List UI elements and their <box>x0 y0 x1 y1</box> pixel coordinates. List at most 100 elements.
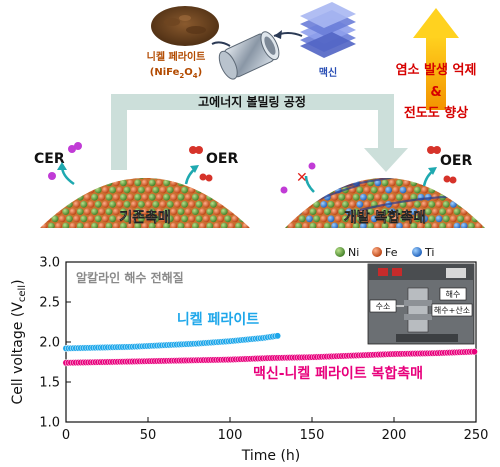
catalyst-atom <box>152 129 159 136</box>
catalyst-atom <box>327 186 335 194</box>
catalyst-atom <box>457 215 464 223</box>
catalyst-atom <box>407 143 414 150</box>
catalyst-atom <box>475 193 482 201</box>
catalyst-atom <box>70 165 77 172</box>
catalyst-atom <box>152 201 160 208</box>
catalyst-atom <box>102 178 109 180</box>
catalyst-atom <box>224 201 232 208</box>
catalyst-atom <box>478 201 485 208</box>
catalyst-atom <box>123 215 131 223</box>
right-cer-suppressed-icon: ✕ <box>296 170 308 186</box>
catalyst-atom <box>73 215 80 223</box>
catalyst-atom <box>298 201 306 208</box>
catalyst-atom <box>482 222 485 228</box>
catalyst-atom <box>446 136 453 143</box>
catalyst-atom <box>84 179 91 187</box>
catalyst-atom <box>40 201 44 208</box>
catalyst-atom <box>349 178 357 180</box>
catalyst-atom <box>471 186 479 194</box>
catalyst-atom <box>478 178 485 180</box>
catalyst-atom <box>288 193 295 201</box>
catalyst-atom <box>80 158 87 165</box>
catalyst-atom <box>464 186 472 194</box>
catalyst-atom <box>181 215 189 223</box>
catalyst-atom <box>69 222 77 228</box>
catalyst-atom <box>224 178 232 180</box>
catalyst-atom <box>134 208 142 216</box>
catalyst-atom <box>250 151 257 158</box>
catalyst-atom <box>277 158 284 165</box>
catalyst-atom <box>439 136 446 143</box>
catalyst-atom <box>464 178 472 180</box>
catalyst-atom <box>486 187 493 194</box>
catalyst-atom <box>274 194 281 201</box>
catalyst-atom <box>48 136 55 143</box>
catalyst-atom <box>127 193 134 201</box>
catalyst-atom <box>105 179 113 187</box>
catalyst-atom <box>356 215 364 223</box>
catalyst-atom <box>320 129 327 136</box>
catalyst-atom <box>320 186 328 194</box>
catalyst-atom <box>120 179 127 187</box>
mxene-layers-image <box>300 2 356 58</box>
catalyst-atom <box>309 193 317 201</box>
catalyst-atom <box>192 208 199 216</box>
catalyst-atom <box>335 158 342 165</box>
catalyst-atom <box>44 143 51 150</box>
catalyst-atom <box>87 178 95 180</box>
catalyst-atom <box>442 201 450 208</box>
catalyst-atom <box>48 222 55 228</box>
catalyst-atom <box>486 172 493 179</box>
catalyst-atom <box>274 208 281 215</box>
catalyst-atom <box>381 179 389 187</box>
catalyst-atom <box>238 186 246 194</box>
catalyst-atom <box>177 208 185 216</box>
catalyst-atom <box>345 193 353 201</box>
catalyst-atom <box>486 158 493 165</box>
catalyst-atom <box>472 143 479 150</box>
catalyst-atom <box>370 178 378 180</box>
catalyst-atom <box>239 129 246 136</box>
catalyst-atom <box>235 136 242 143</box>
catalyst-atom <box>461 136 468 143</box>
catalyst-atom <box>277 172 284 179</box>
catalyst-atom <box>105 208 113 216</box>
catalyst-atom <box>148 208 156 216</box>
powder-to-jar-arrow <box>211 41 231 47</box>
catalyst-atom <box>490 151 497 158</box>
catalyst-atom <box>228 179 235 187</box>
catalyst-atom <box>40 186 44 194</box>
catalyst-atom <box>142 165 149 172</box>
catalyst-atom <box>435 215 443 223</box>
x-tick-label: 250 <box>464 428 489 443</box>
mxene-label: 맥신 <box>319 66 337 79</box>
catalyst-atom <box>396 136 403 143</box>
catalyst-atom <box>334 215 342 223</box>
catalyst-atom <box>417 208 425 216</box>
catalyst-atom <box>414 201 421 208</box>
catalyst-atom <box>195 215 203 223</box>
y-tick-label: 3.0 <box>39 256 60 271</box>
catalyst-atom <box>367 208 374 216</box>
catalyst-atom <box>221 136 228 143</box>
catalyst-atom <box>246 201 250 208</box>
catalyst-atom <box>288 208 295 216</box>
catalyst-atom <box>490 223 497 230</box>
catalyst-atom <box>295 193 302 201</box>
catalyst-atom <box>116 186 124 194</box>
chlorine-molecule-icon <box>68 145 76 153</box>
catalyst-atom <box>88 143 95 150</box>
catalyst-atom <box>298 186 306 194</box>
catalyst-atom <box>396 222 403 228</box>
catalyst-atom <box>242 165 249 172</box>
catalyst-atom <box>232 143 239 150</box>
catalyst-atom <box>316 179 324 187</box>
catalyst-atom <box>203 129 210 136</box>
catalyst-atom <box>98 179 106 187</box>
catalyst-atom <box>363 186 371 194</box>
conventional-catalyst-label: 기존촉매 <box>119 210 171 226</box>
catalyst-atom <box>98 222 106 228</box>
catalyst-atom <box>421 201 428 208</box>
catalyst-atom <box>181 129 188 136</box>
catalyst-atom <box>160 143 167 150</box>
